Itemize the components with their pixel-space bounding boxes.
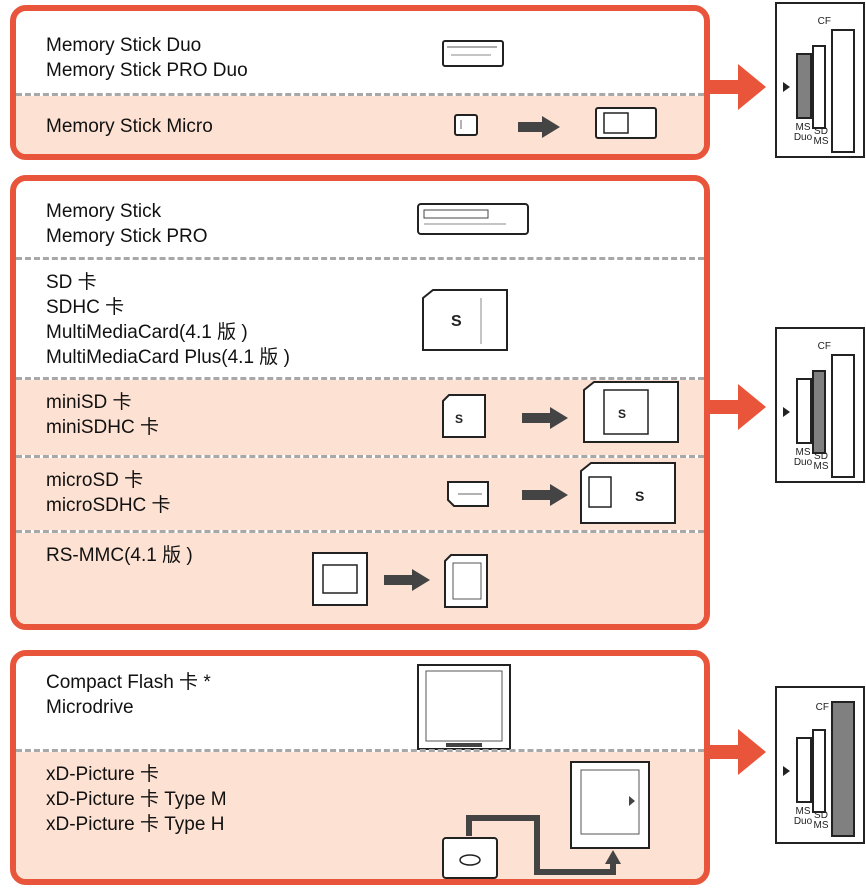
- memory-stick-duo-card-icon: [442, 40, 504, 67]
- label-line: Compact Flash 卡 *: [46, 672, 211, 693]
- row-label: microSD 卡 microSDHC 卡: [46, 468, 171, 518]
- ms2-label: MS: [814, 461, 829, 472]
- memory-stick-card-icon: [417, 203, 529, 235]
- label-line: microSD 卡: [46, 470, 144, 491]
- card-slot-panel-icon: CF MS Duo SD MS: [775, 686, 865, 844]
- rs-mmc-card-icon: [444, 554, 488, 608]
- label-line: xD-Picture 卡 Type M: [46, 789, 227, 810]
- svg-text:S: S: [455, 412, 463, 426]
- label-line: miniSDHC 卡: [46, 417, 159, 438]
- label-line: SD 卡: [46, 272, 97, 293]
- label-line: MultiMediaCard(4.1 版 ): [46, 322, 248, 343]
- ms-label: MS: [796, 447, 811, 458]
- row-memory-stick: Memory Stick Memory Stick PRO: [16, 181, 704, 258]
- label-line: miniSD 卡: [46, 392, 132, 413]
- row-rs-mmc: RS-MMC(4.1 版 ): [16, 533, 704, 624]
- row-label: RS-MMC(4.1 版 ): [46, 543, 193, 568]
- label-line: Memory Stick Duo: [46, 35, 202, 56]
- label-line: Memory Stick PRO Duo: [46, 60, 248, 81]
- right-arrow-icon: [704, 384, 766, 430]
- duo-label: Duo: [794, 457, 813, 468]
- label-line: RS-MMC(4.1 版 ): [46, 545, 193, 566]
- row-label: SD 卡 SDHC 卡 MultiMediaCard(4.1 版 ) Multi…: [46, 270, 290, 370]
- right-arrow-icon: [384, 569, 430, 591]
- row-label: xD-Picture 卡 xD-Picture 卡 Type M xD-Pict…: [46, 762, 227, 837]
- row-microsd: microSD 卡 microSDHC 卡 S: [16, 458, 704, 530]
- row-compact-flash: Compact Flash 卡 * Microdrive: [16, 656, 704, 750]
- label-line: Microdrive: [46, 697, 134, 718]
- sd-label: SD: [814, 126, 828, 137]
- label-line: Memory Stick PRO: [46, 226, 208, 247]
- duo-label: Duo: [794, 132, 813, 143]
- label-line: Memory Stick Micro: [46, 116, 213, 137]
- sd-label: SD: [814, 451, 828, 462]
- row-ms-duo: Memory Stick Duo Memory Stick PRO Duo: [16, 11, 704, 94]
- microsd-card-icon: [447, 481, 489, 507]
- compact-flash-card-icon: [417, 664, 511, 750]
- label-line: Memory Stick: [46, 201, 162, 222]
- row-label: Memory Stick Duo Memory Stick PRO Duo: [46, 33, 248, 83]
- ms-micro-adapter-icon: [595, 107, 657, 139]
- row-ms-micro: Memory Stick Micro: [16, 96, 704, 154]
- row-label: Memory Stick Memory Stick PRO: [46, 199, 208, 249]
- label-line: SDHC 卡: [46, 297, 125, 318]
- dashed-separator: [16, 749, 704, 752]
- svg-text:S: S: [635, 488, 644, 504]
- ms2-label: MS: [814, 820, 829, 831]
- sd-label: SD: [814, 810, 828, 821]
- label-line: xD-Picture 卡: [46, 764, 159, 785]
- right-arrow-icon: [522, 407, 568, 429]
- svg-text:S: S: [618, 407, 626, 421]
- minisd-adapter-icon: S: [583, 381, 679, 443]
- card-slot-panel-icon: CF MS Duo SD MS: [775, 327, 865, 483]
- microsd-adapter-icon: S: [580, 462, 676, 524]
- group-cf-xd: Compact Flash 卡 * Microdrive xD-Picture …: [10, 650, 710, 885]
- label-line: xD-Picture 卡 Type H: [46, 814, 225, 835]
- slot-panel-graphic: CF MS Duo SD MS: [775, 686, 865, 844]
- group-sd-ms: Memory Stick Memory Stick PRO SD 卡 SDHC …: [10, 175, 710, 630]
- ms2-label: MS: [814, 136, 829, 147]
- group-memory-stick-duo: Memory Stick Duo Memory Stick PRO Duo Me…: [10, 5, 710, 160]
- ms-label: MS: [796, 806, 811, 817]
- dashed-separator: [16, 530, 704, 533]
- right-arrow-icon: [522, 484, 568, 506]
- right-arrow-icon: [704, 729, 766, 775]
- minisd-card-icon: S: [442, 394, 486, 438]
- sd-card-icon: S: [422, 289, 508, 351]
- cf-label: CF: [818, 341, 831, 352]
- duo-label: Duo: [794, 816, 813, 827]
- ms-label: MS: [796, 122, 811, 133]
- label-line: microSDHC 卡: [46, 495, 171, 516]
- rs-mmc-adapter-icon: [312, 552, 368, 606]
- dashed-separator: [16, 455, 704, 458]
- right-arrow-icon: [518, 116, 560, 138]
- row-label: Memory Stick Micro: [46, 114, 213, 139]
- dashed-separator: [16, 93, 704, 96]
- slot-panel-graphic: CF MS Duo SD MS: [775, 327, 865, 483]
- row-xd-picture: xD-Picture 卡 xD-Picture 卡 Type M xD-Pict…: [16, 752, 704, 879]
- svg-text:S: S: [451, 313, 462, 330]
- xd-to-cf-adapter-flow: [442, 761, 650, 879]
- dashed-separator: [16, 257, 704, 260]
- row-label: Compact Flash 卡 * Microdrive: [46, 670, 211, 720]
- right-arrow-icon: [704, 64, 766, 110]
- label-line: MultiMediaCard Plus(4.1 版 ): [46, 347, 290, 368]
- row-label: miniSD 卡 miniSDHC 卡: [46, 390, 159, 440]
- card-slot-panel-icon: CF MS Duo SD MS: [775, 2, 865, 158]
- cf-label: CF: [818, 16, 831, 27]
- slot-panel-graphic: CF MS Duo SD MS: [775, 2, 865, 158]
- row-minisd: miniSD 卡 miniSDHC 卡 S S: [16, 380, 704, 455]
- cf-label: CF: [816, 702, 829, 713]
- row-sd-card: SD 卡 SDHC 卡 MultiMediaCard(4.1 版 ) Multi…: [16, 260, 704, 377]
- dashed-separator: [16, 377, 704, 380]
- memory-stick-micro-card-icon: [454, 114, 478, 136]
